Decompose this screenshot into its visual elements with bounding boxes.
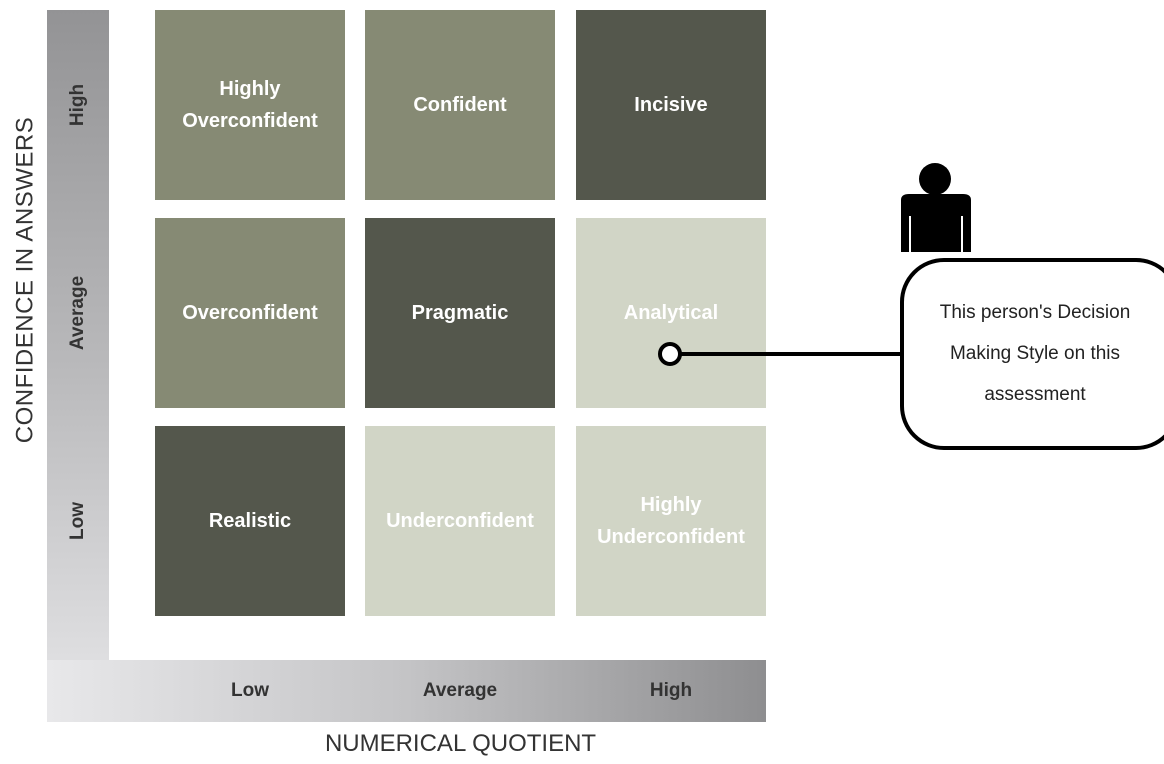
x-level-low: Low [231, 680, 269, 701]
cell-confident: Confident [365, 10, 555, 200]
y-axis-bar [47, 10, 109, 722]
x-axis-bar [47, 660, 766, 722]
cell-overconfident: Overconfident [155, 218, 345, 408]
person-icon [901, 163, 971, 252]
x-level-high: High [649, 680, 693, 701]
x-level-average: Average [422, 680, 498, 701]
cell-realistic: Realistic [155, 426, 345, 616]
cell-incisive: Incisive [576, 10, 766, 200]
callout-text: This person's Decision Making Style on t… [939, 302, 1131, 405]
callout-box [900, 258, 1164, 450]
cell-pragmatic: Pragmatic [365, 218, 555, 408]
position-marker [658, 342, 682, 366]
cell-analytical: Analytical [576, 218, 766, 408]
cell-underconfident: Underconfident [365, 426, 555, 616]
x-axis-title: NUMERICAL QUOTIENT [324, 730, 597, 757]
